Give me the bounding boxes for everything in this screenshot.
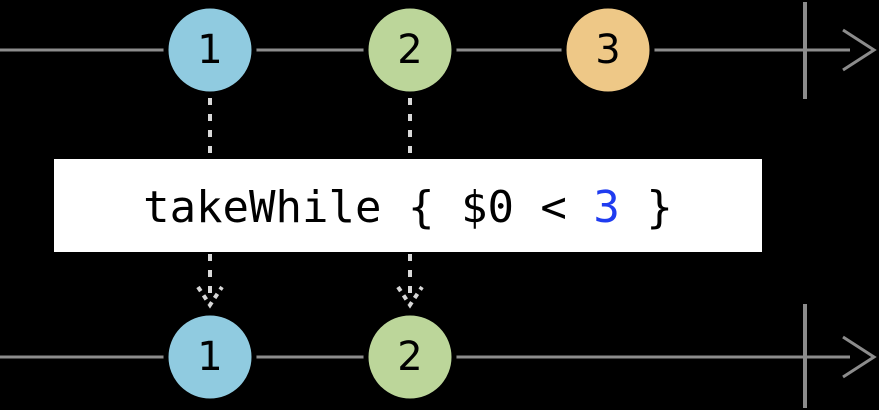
marble-circle[interactable] [363,3,457,97]
output-marble-1[interactable]: 1 [163,310,257,404]
marble-value: 3 [595,27,620,73]
marble-value: 1 [197,27,222,73]
operator-box-background[interactable] [50,155,766,256]
marble-circle[interactable] [163,3,257,97]
marble-circle[interactable] [163,310,257,404]
operator-expression-suffix: } [620,182,673,233]
input-marble-3[interactable]: 3 [561,3,655,97]
operator-expression-limit: 3 [593,182,620,233]
input-marble-1[interactable]: 1 [163,3,257,97]
connector-arrowhead-output-1 [196,285,224,309]
input-timeline-arrowhead [842,28,877,72]
connector-arrowhead-output-2 [396,285,424,309]
operator-expression: takeWhile { $0 < 3 } [143,182,673,233]
marble-value: 2 [397,334,422,380]
marble-circle[interactable] [561,3,655,97]
operator-expression-prefix: takeWhile { $0 < [143,182,593,233]
marble-circle[interactable] [363,310,457,404]
output-timeline-arrowhead [842,335,877,379]
input-marble-2[interactable]: 2 [363,3,457,97]
marble-value: 1 [197,334,222,380]
operator-box[interactable]: takeWhile { $0 < 3 } [50,155,766,256]
marble-value: 2 [397,27,422,73]
output-marble-2[interactable]: 2 [363,310,457,404]
